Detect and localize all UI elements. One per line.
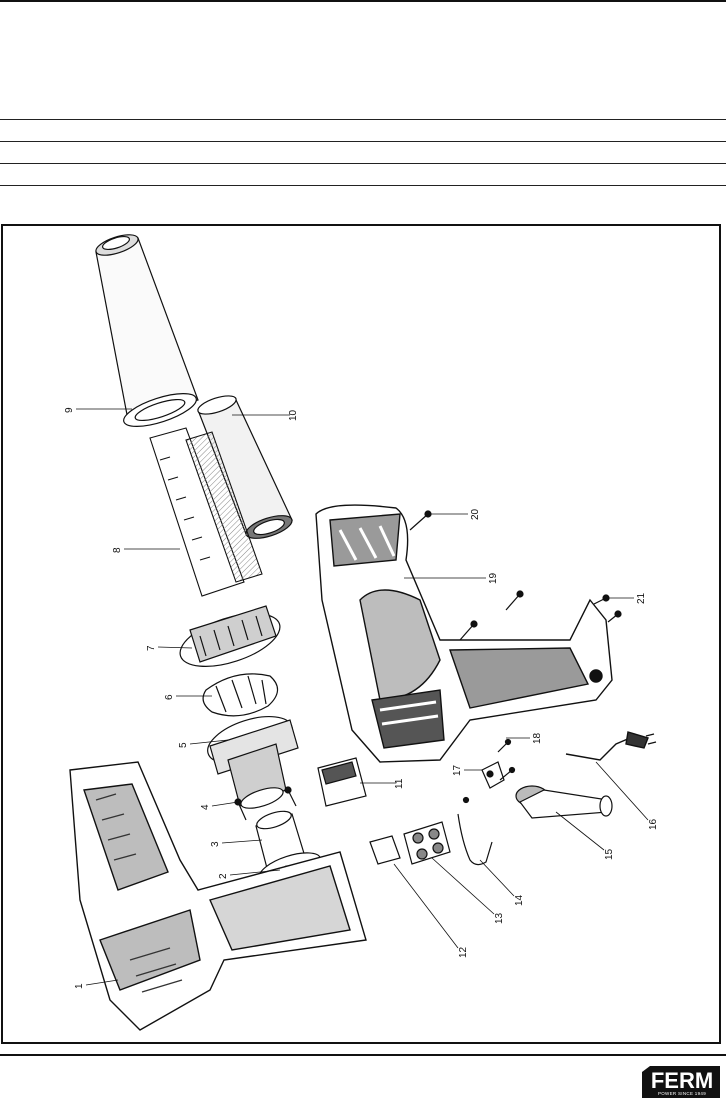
part-label-7: 7 (146, 645, 157, 651)
page-top-border (0, 0, 726, 2)
cable-clamp (457, 796, 493, 866)
leader-lines (76, 408, 649, 986)
logo-tagline: POWER SINCE 1949 (658, 1091, 706, 1096)
part-labels: 1 2 3 4 5 6 7 8 9 10 11 12 13 14 15 16 1… (64, 407, 659, 989)
part-label-2: 2 (218, 873, 229, 879)
nozzle-flange-ring (123, 393, 197, 427)
nozzle-tube (95, 234, 199, 421)
strain-relief (515, 785, 613, 819)
part-label-16: 16 (648, 818, 659, 830)
part-label-9: 9 (64, 407, 75, 413)
housing-left (69, 761, 367, 1031)
logo-word: FERM (651, 1068, 713, 1093)
part-label-8: 8 (112, 547, 123, 553)
exploded-view-panel (1, 224, 721, 1044)
part-label-12: 12 (458, 946, 469, 958)
inner-tube (197, 395, 293, 539)
part-label-19: 19 (488, 572, 499, 584)
switch (317, 757, 367, 807)
part-label-1: 1 (74, 983, 85, 989)
heating-element (149, 427, 263, 597)
header-rule-2 (0, 141, 726, 142)
power-cable (565, 731, 657, 761)
screw-4 (234, 786, 297, 821)
part-label-13: 13 (494, 912, 505, 924)
header-rule-4 (0, 185, 726, 186)
page-bottom-rule (0, 1054, 726, 1056)
part-label-4: 4 (200, 804, 211, 810)
bracket (481, 738, 516, 789)
part-label-17: 17 (452, 764, 463, 776)
part-label-18: 18 (532, 732, 543, 744)
motor-mount (207, 716, 299, 809)
part-label-6: 6 (164, 694, 175, 700)
header-rule-3 (0, 163, 726, 164)
header-rule-1 (0, 119, 726, 120)
part-label-20: 20 (470, 508, 481, 520)
part-label-10: 10 (288, 409, 299, 421)
part-label-15: 15 (604, 848, 615, 860)
ferm-logo: FERM POWER SINCE 1949 (642, 1066, 720, 1098)
part-label-11: 11 (394, 778, 405, 789)
housing-right (315, 504, 613, 763)
screws-housing (409, 510, 622, 641)
part-label-21: 21 (636, 592, 647, 604)
part-label-3: 3 (210, 841, 221, 847)
part-label-14: 14 (514, 894, 525, 906)
connector (403, 821, 451, 865)
air-guide (179, 605, 281, 667)
fan-impeller (202, 673, 279, 717)
terminal-block (369, 835, 401, 865)
part-label-5: 5 (178, 742, 189, 748)
